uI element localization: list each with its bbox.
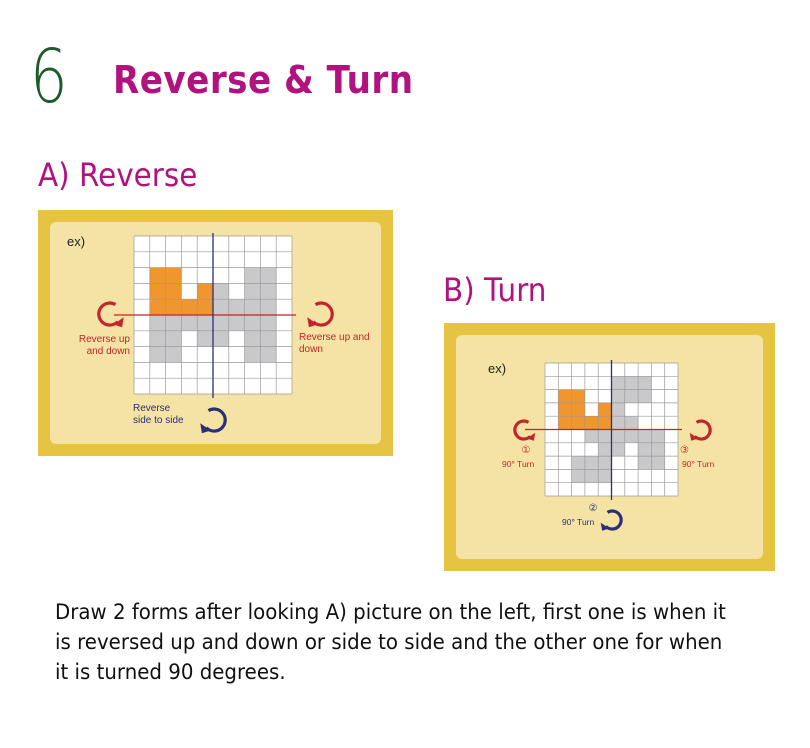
turn-3-arrow-icon (689, 419, 712, 441)
mirrored-side-cell (260, 283, 277, 300)
original-shape-cell (558, 416, 572, 430)
mirrored-updown-cell (165, 346, 182, 363)
instructions-text: Draw 2 forms after looking A) picture on… (55, 600, 726, 685)
reverse-example-panel: ex) Reverse up and down Reverse up and d… (38, 210, 393, 456)
turned-90-cell (638, 376, 652, 390)
turn-2-arrow-icon (600, 509, 623, 531)
turned-180-cell (611, 429, 625, 443)
original-shape-cell (197, 283, 213, 300)
mirrored-updown-cell (197, 330, 213, 347)
turned-270-cell (571, 469, 585, 483)
mirrored-updown-cell (149, 346, 166, 363)
original-shape-cell (571, 402, 585, 417)
reverse-left-arrow-icon (97, 301, 124, 328)
original-shape-cell (165, 267, 182, 284)
turned-180-cell (638, 456, 652, 470)
section-number: 6 (30, 34, 68, 120)
turned-180-cell (651, 456, 665, 470)
step-1-marker: ① (521, 445, 531, 456)
turned-90-cell (611, 376, 625, 390)
heading-turn: B) Turn (443, 271, 547, 309)
mirrored-both-cell (228, 315, 245, 331)
example-label: ex) (488, 361, 507, 376)
original-shape-cell (558, 402, 572, 417)
original-shape-cell (149, 299, 166, 315)
turned-270-cell (598, 429, 612, 443)
turned-270-cell (584, 469, 599, 483)
mirrored-both-cell (260, 330, 277, 347)
mirrored-both-cell (244, 346, 261, 363)
step-3-marker: ③ (680, 445, 689, 456)
mirrored-side-cell (213, 299, 229, 315)
mirrored-both-cell (244, 330, 261, 347)
reverse-bottom-arrow-icon (200, 407, 227, 434)
reverse-right-arrow-icon (307, 301, 334, 328)
mirrored-side-cell (244, 267, 261, 284)
original-shape-cell (584, 416, 599, 430)
turn-1-label: 90° Turn (502, 459, 535, 469)
turned-90-cell (624, 389, 639, 403)
turned-90-cell (624, 416, 639, 430)
mirrored-both-cell (213, 330, 229, 347)
left-reverse-label: Reverse up and down (78, 334, 130, 357)
turned-180-cell (651, 442, 665, 457)
example-label: ex) (67, 234, 86, 249)
side-reverse-label: Reverse side to side (133, 403, 184, 426)
original-shape-cell (165, 283, 182, 300)
turned-90-cell (611, 402, 625, 417)
turned-270-cell (584, 456, 599, 470)
mirrored-updown-cell (165, 330, 182, 347)
turned-180-cell (638, 429, 652, 443)
turned-270-cell (584, 429, 599, 443)
turned-270-cell (598, 442, 612, 457)
mirrored-updown-cell (149, 330, 166, 347)
original-shape-cell (598, 416, 612, 430)
turned-270-cell (598, 456, 612, 470)
original-shape-cell (165, 299, 182, 315)
turned-180-cell (624, 429, 639, 443)
original-shape-cell (598, 402, 612, 417)
turned-270-cell (571, 456, 585, 470)
mirrored-both-cell (260, 315, 277, 331)
reverse-grid-figure (97, 233, 334, 434)
turned-180-cell (638, 442, 652, 457)
turned-270-cell (598, 469, 612, 483)
mirrored-updown-cell (181, 315, 198, 331)
heading-reverse: A) Reverse (38, 156, 198, 194)
mirrored-side-cell (244, 299, 261, 315)
mirrored-side-cell (244, 283, 261, 300)
original-shape-cell (558, 389, 572, 403)
mirrored-updown-cell (197, 315, 213, 331)
turn-3-label: 90° Turn (682, 459, 715, 469)
turn-grid-figure (513, 360, 712, 531)
original-shape-cell (571, 416, 585, 430)
turned-90-cell (638, 389, 652, 403)
right-reverse-label: Reverse up and down (299, 332, 370, 355)
mirrored-both-cell (213, 315, 229, 331)
turned-90-cell (611, 389, 625, 403)
original-shape-cell (571, 389, 585, 403)
mirrored-side-cell (213, 283, 229, 300)
original-shape-cell (181, 299, 198, 315)
mirrored-side-cell (260, 299, 277, 315)
turn-1-arrow-icon (513, 419, 536, 441)
original-shape-cell (197, 299, 213, 315)
turned-180-cell (611, 442, 625, 457)
turned-90-cell (611, 416, 625, 430)
turned-180-cell (651, 429, 665, 443)
original-shape-cell (149, 283, 166, 300)
turned-90-cell (624, 376, 639, 390)
mirrored-both-cell (260, 346, 277, 363)
mirrored-updown-cell (165, 315, 182, 331)
mirrored-updown-cell (149, 315, 166, 331)
page-title: Reverse & Turn (113, 58, 414, 102)
step-2-marker: ② (588, 503, 598, 514)
turn-example-panel: ex) ① 90° Turn ② 90° Turn ③ 90° Turn (444, 323, 775, 571)
turn-2-label: 90° Turn (562, 517, 595, 527)
mirrored-both-cell (244, 315, 261, 331)
mirrored-side-cell (228, 299, 245, 315)
original-shape-cell (149, 267, 166, 284)
mirrored-side-cell (260, 267, 277, 284)
